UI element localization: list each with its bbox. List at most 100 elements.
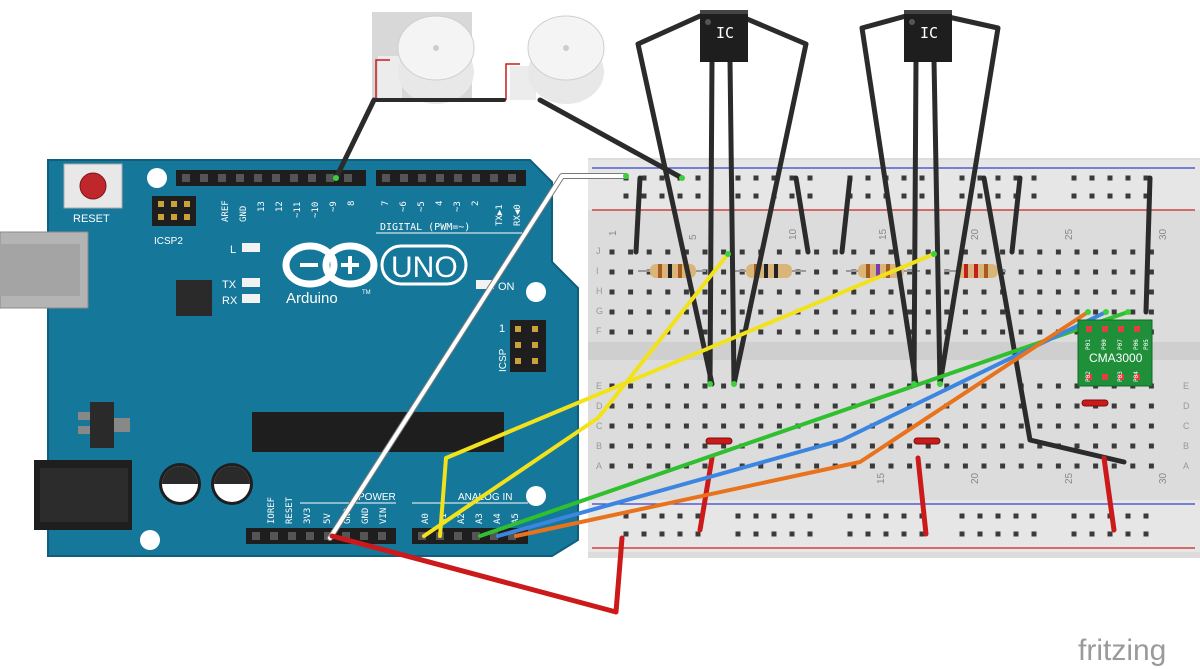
breadboard-hole <box>628 289 634 295</box>
breadboard-hole <box>628 463 634 469</box>
breadboard-hole <box>609 309 615 315</box>
breadboard-hole <box>683 289 689 295</box>
breadboard-hole <box>888 463 894 469</box>
breadboard-hole <box>981 403 987 409</box>
rail-hole <box>771 175 777 181</box>
breadboard-hole <box>888 423 894 429</box>
rail-hole <box>807 531 813 537</box>
rail-hole <box>641 193 647 199</box>
breadboard-hole <box>1055 463 1061 469</box>
col-number-1: 1 <box>608 230 619 236</box>
breadboard-hole <box>907 423 913 429</box>
breadboard-hole <box>739 309 745 315</box>
header-pin <box>508 532 516 540</box>
pin-label-a0: A0 <box>421 513 431 524</box>
analog-pin-labels: A0 A1 A2 A3 A4 A5 <box>421 513 521 524</box>
breadboard-hole <box>628 443 634 449</box>
sensor-pin-p02: P02 <box>1085 371 1092 382</box>
breadboard-hole <box>721 249 727 255</box>
breadboard-hole <box>851 423 857 429</box>
pin-label-5: ~5 <box>417 201 427 212</box>
pin-label-11: ~11 <box>293 202 303 218</box>
breadboard-hole <box>1111 463 1117 469</box>
breadboard-hole <box>776 329 782 335</box>
breadboard-hole <box>907 309 913 315</box>
pin-label-a1: A1 <box>439 513 449 524</box>
rail-hole <box>641 513 647 519</box>
rail-hole <box>735 513 741 519</box>
rail-hole <box>1071 175 1077 181</box>
breadboard-hole <box>962 463 968 469</box>
breadboard-hole <box>962 383 968 389</box>
rail-hole <box>1013 531 1019 537</box>
rail-hole <box>789 513 795 519</box>
breadboard-hole <box>1018 309 1024 315</box>
rail-hole <box>1143 193 1149 199</box>
col-number-15: 15 <box>878 228 889 240</box>
breadboard-hole <box>721 309 727 315</box>
breadboard-hole <box>609 463 615 469</box>
breadboard-hole <box>609 249 615 255</box>
breadboard-hole <box>1130 423 1136 429</box>
power-jack-inner <box>40 468 128 522</box>
breadboard-hole <box>702 463 708 469</box>
wire-orange-a5 <box>514 310 1090 538</box>
breadboard-hole <box>925 309 931 315</box>
rail-hole <box>865 531 871 537</box>
rail-hole <box>753 175 759 181</box>
breadboard-hole <box>832 423 838 429</box>
breadboard-hole <box>795 403 801 409</box>
rail-hole <box>919 193 925 199</box>
breadboard-hole <box>1148 289 1154 295</box>
breadboard-hole <box>628 423 634 429</box>
breadboard-hole <box>646 249 652 255</box>
row-letter-i: I <box>596 266 599 276</box>
rail-hole <box>1089 175 1095 181</box>
breadboard-hole <box>1055 403 1061 409</box>
breadboard-hole <box>1018 329 1024 335</box>
row-letter-c: C <box>596 421 603 431</box>
rail-hole <box>1089 193 1095 199</box>
led-on <box>476 280 494 289</box>
rail-hole <box>1143 531 1149 537</box>
breadboard-hole <box>1111 443 1117 449</box>
rail-hole <box>1125 193 1131 199</box>
breadboard-hole <box>628 403 634 409</box>
header-pin <box>472 174 480 182</box>
rail-hole <box>865 513 871 519</box>
breadboard-hole <box>1000 403 1006 409</box>
wire-red <box>915 455 929 537</box>
header-pin <box>490 174 498 182</box>
reset-button[interactable] <box>79 172 107 200</box>
breadboard-hole <box>795 329 801 335</box>
breadboard-hole <box>1093 269 1099 275</box>
rail-hole <box>1031 175 1037 181</box>
breadboard-hole <box>1000 383 1006 389</box>
rail-hole <box>883 531 889 537</box>
wire-black <box>839 175 853 255</box>
pin-label-a5: A5 <box>511 513 521 524</box>
bottom-power-rail <box>588 500 1200 552</box>
rail-hole <box>847 513 853 519</box>
breadboard-hole <box>1055 249 1061 255</box>
breadboard-hole <box>962 329 968 335</box>
sensor-pin-p01: P01 <box>1085 339 1092 350</box>
breadboard-hole <box>1074 289 1080 295</box>
breadboard-hole <box>1111 269 1117 275</box>
mounting-hole <box>140 530 160 550</box>
voltage-regulator <box>90 402 114 448</box>
rail-hole <box>623 513 629 519</box>
rail-hole <box>659 531 665 537</box>
breadboard-hole <box>702 403 708 409</box>
breadboard-hole <box>758 329 764 335</box>
breadboard-hole <box>832 269 838 275</box>
breadboard-hole <box>1111 289 1117 295</box>
pin-label-4: 4 <box>435 201 445 206</box>
pin-label-reset: RESET <box>285 496 295 524</box>
rail-hole <box>1107 193 1113 199</box>
breadboard-hole <box>814 309 820 315</box>
pin-label-a2: A2 <box>457 513 467 524</box>
resistor-2 <box>746 264 792 278</box>
rail-hole <box>659 175 665 181</box>
breadboard-hole <box>665 403 671 409</box>
